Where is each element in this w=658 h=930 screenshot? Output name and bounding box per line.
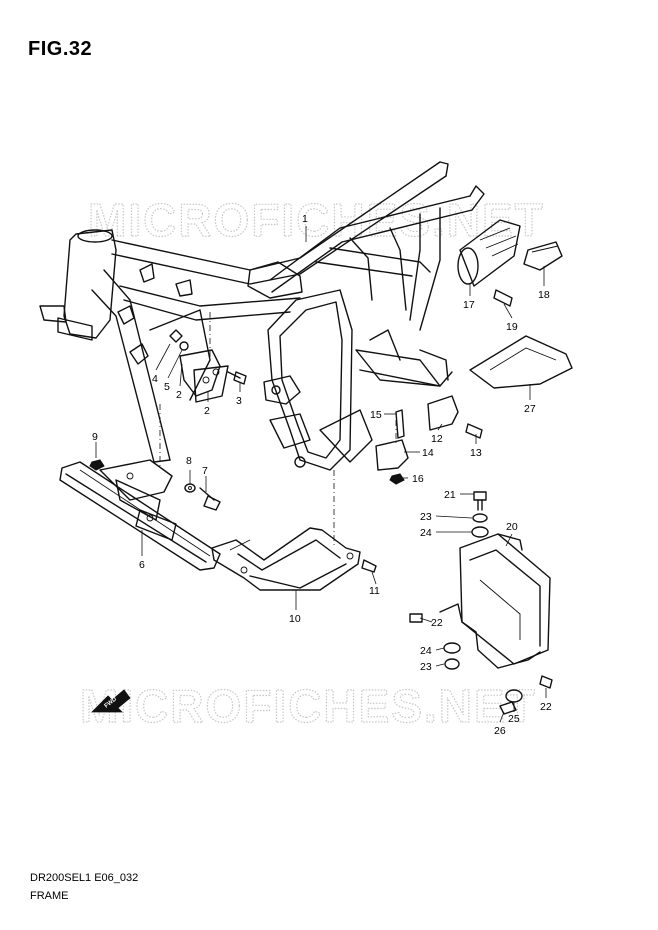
callout-14: 14	[422, 447, 434, 459]
callout-24: 24	[420, 645, 432, 657]
skid-frame	[211, 527, 377, 591]
callout-6: 6	[139, 559, 145, 571]
watermark-top: MICROFICHES.NET	[88, 194, 545, 246]
callout-21: 21	[444, 489, 456, 501]
callout-19: 19	[506, 321, 518, 333]
lower-guard	[59, 459, 221, 571]
callout-23: 23	[420, 511, 432, 523]
callout-24: 24	[420, 527, 432, 539]
callout-18: 18	[538, 289, 550, 301]
main-frame	[39, 161, 485, 471]
callout-8: 8	[186, 455, 192, 467]
callout-15: 15	[370, 409, 382, 421]
callout-22: 22	[540, 701, 552, 713]
callout-25: 25	[508, 713, 520, 725]
callout-20: 20	[506, 521, 518, 533]
frame-cover	[469, 335, 573, 389]
callout-16: 16	[412, 473, 424, 485]
callout-1: 1	[302, 213, 308, 225]
callout-17: 17	[463, 299, 475, 311]
callout-11: 11	[369, 585, 380, 597]
engine-bracket-assembly	[169, 329, 247, 403]
cushion-parts	[375, 395, 483, 485]
watermark-bottom: MICROFICHES.NET	[80, 680, 537, 732]
tool-holder	[457, 219, 563, 307]
callout-2: 2	[204, 405, 210, 417]
callout-5: 5	[164, 381, 170, 393]
callout-23: 23	[420, 661, 432, 673]
diagram-code: DR200SEL1 E06_032	[30, 872, 139, 884]
fwd-arrow-icon: FWD	[91, 689, 131, 713]
callout-7: 7	[202, 465, 208, 477]
callout-13: 13	[470, 447, 482, 459]
callout-22: 22	[431, 617, 443, 629]
battery-case	[409, 491, 553, 715]
diagram-name: FRAME	[30, 890, 69, 902]
callout-26: 26	[494, 725, 506, 737]
callout-9: 9	[92, 431, 98, 443]
callout-3: 3	[236, 395, 242, 407]
callout-10: 10	[289, 613, 301, 625]
callout-12: 12	[431, 433, 443, 445]
figure-title: FIG.32	[28, 38, 93, 60]
callout-4: 4	[152, 373, 158, 385]
callout-2: 2	[176, 389, 182, 401]
leader-lines	[95, 226, 547, 723]
callout-27: 27	[524, 403, 536, 415]
